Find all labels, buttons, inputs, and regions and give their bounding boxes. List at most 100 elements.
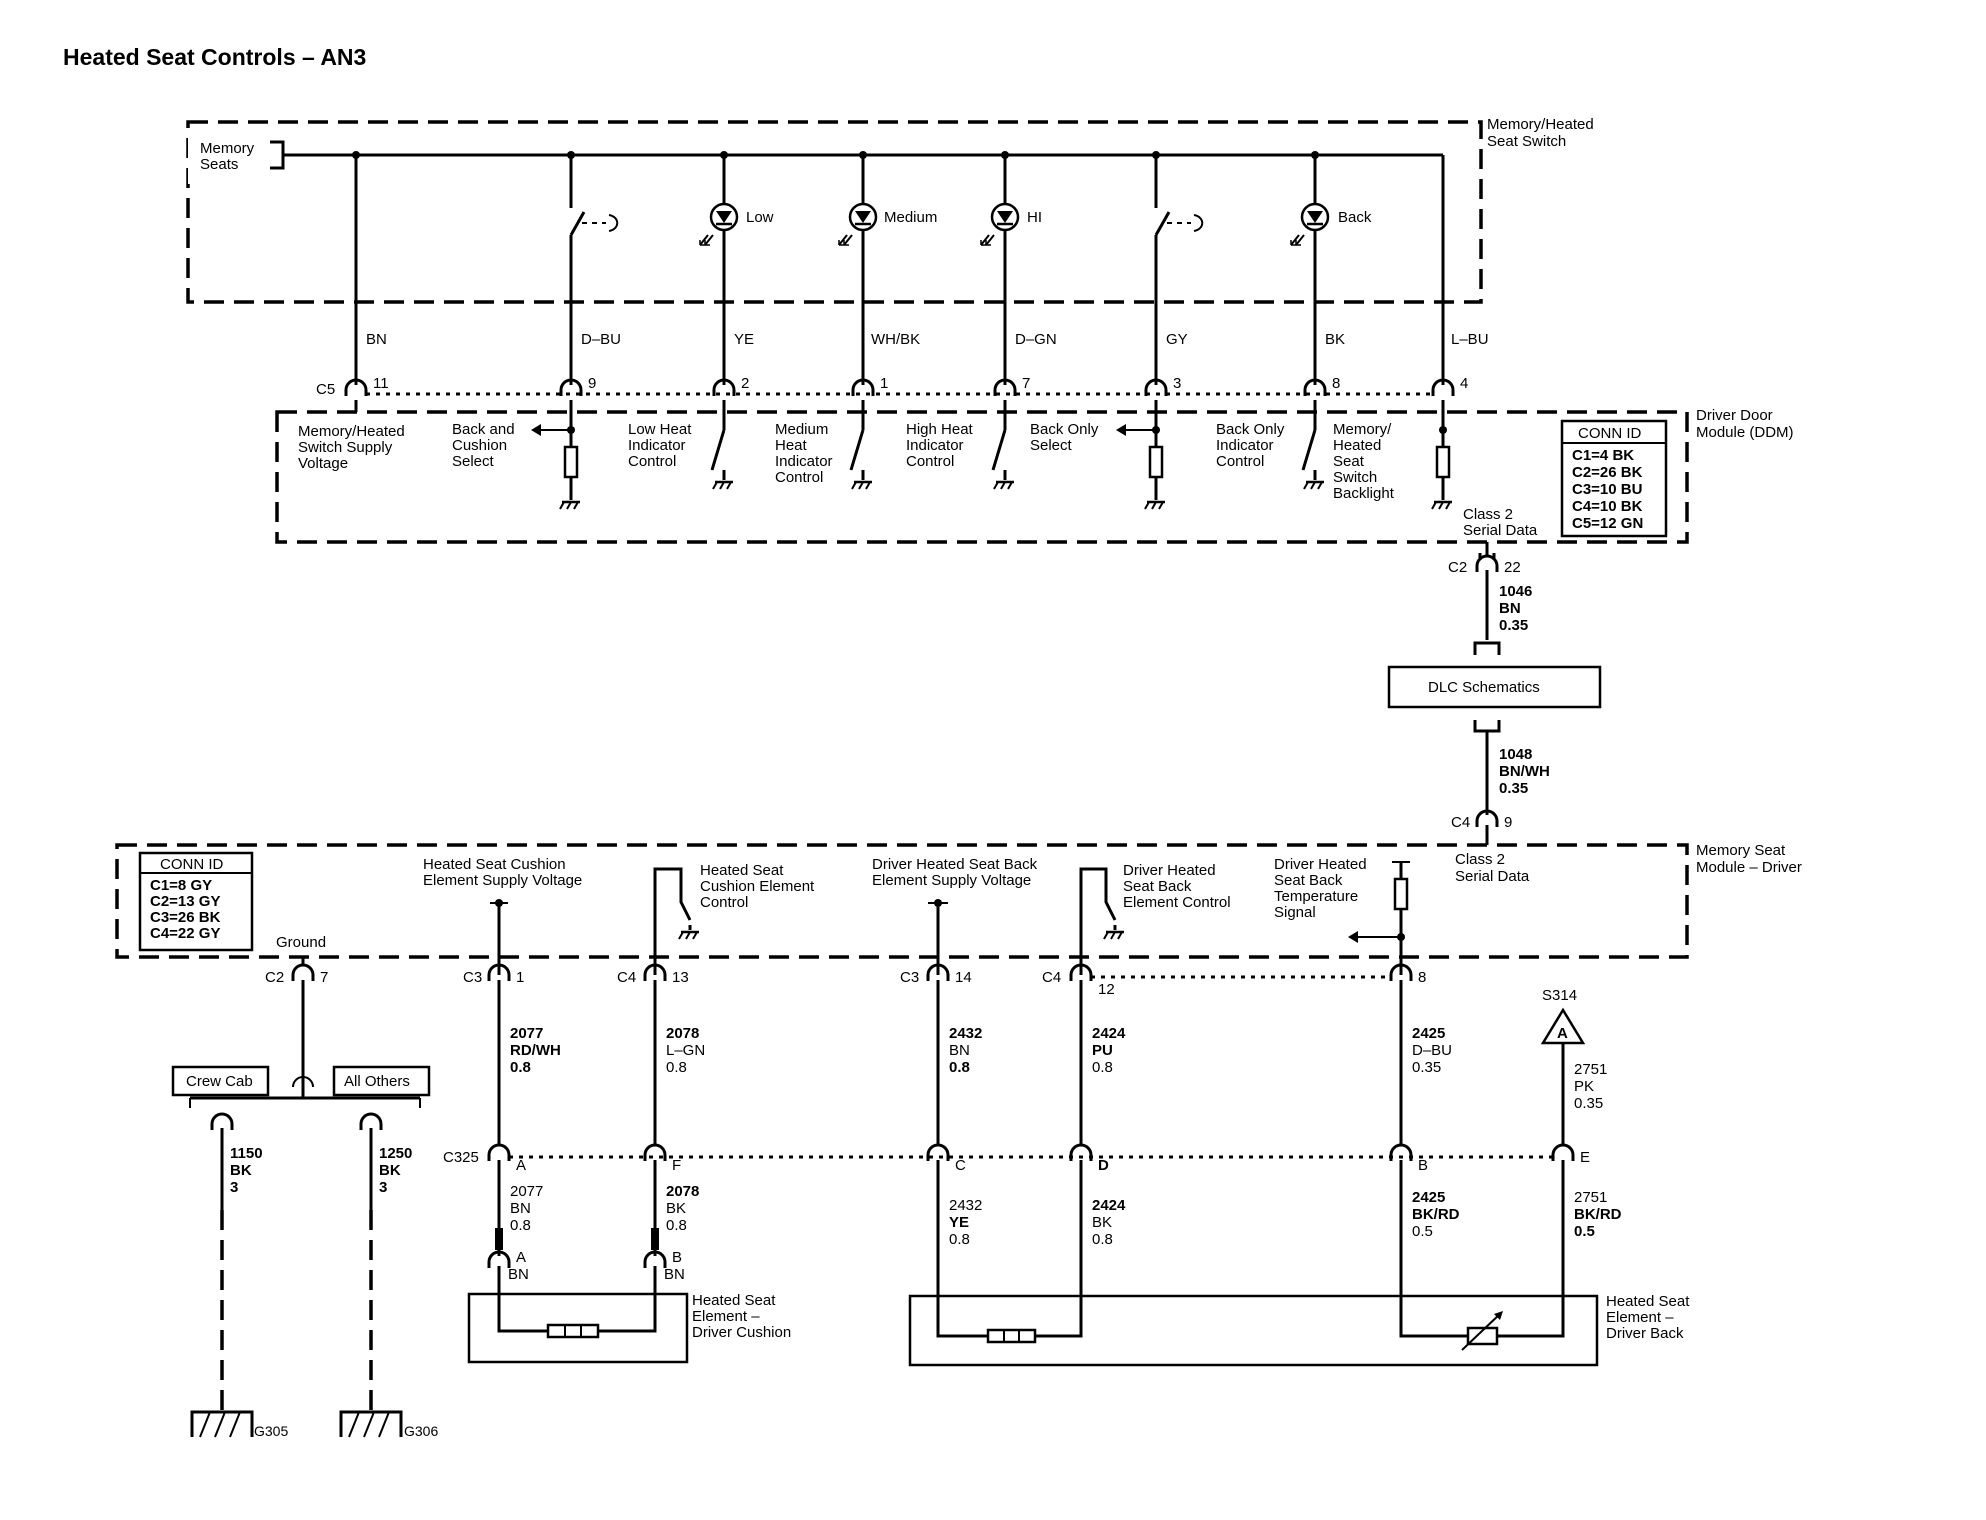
uc-2751-color: PK xyxy=(1574,1078,1594,1095)
c325-pin-c: C xyxy=(955,1157,966,1174)
msm-serial-line1: Class 2 xyxy=(1455,851,1505,868)
lc-2077-color: BN xyxy=(510,1200,531,1217)
uc-2077-size: 0.8 xyxy=(510,1059,531,1076)
msm-cc-l3: Control xyxy=(700,894,748,911)
uc-2078-num: 2078 xyxy=(666,1025,699,1042)
uc-2424-color: PU xyxy=(1092,1042,1113,1059)
ddm-back-only-ind-label: Back Only Indicator Control xyxy=(1216,421,1289,470)
ddm-conn-row-3: C3=10 BU xyxy=(1572,481,1642,498)
wire-color-3: YE xyxy=(734,331,754,348)
g305-name: G305 xyxy=(254,1423,288,1439)
ddm-conn-row-1: C1=4 BK xyxy=(1572,447,1634,464)
wire-color-8: L–BU xyxy=(1451,331,1489,348)
ddm-conn-row-2: C2=26 BK xyxy=(1572,464,1643,481)
msm-cs-l2: Element Supply Voltage xyxy=(423,872,582,889)
lower-harness: 2077 BN 0.8 2078 BK 0.8 2432 YE 0.8 2424… xyxy=(467,1160,1694,1367)
lc-2425-size: 0.5 xyxy=(1412,1223,1433,1240)
lc-2751-size: 0.5 xyxy=(1574,1223,1595,1240)
ce-l1: Heated Seat xyxy=(692,1292,776,1309)
msm-pin-c4-13-num: 13 xyxy=(672,969,689,986)
ddm-bo-l1: Back Only xyxy=(1030,421,1099,438)
wire-color-5: D–GN xyxy=(1015,331,1057,348)
back-element-name: Heated Seat Element – Driver Back xyxy=(1606,1293,1694,1342)
lc-2424-size: 0.8 xyxy=(1092,1231,1113,1248)
ddm-bc-l3: Select xyxy=(452,453,495,470)
ddm-bl-l3: Seat xyxy=(1333,453,1365,470)
ground-g306: G306 xyxy=(339,1410,438,1439)
c4-msm-pin: 9 xyxy=(1504,814,1512,831)
wire-color-7: BK xyxy=(1325,331,1345,348)
splice-letter: A xyxy=(1557,1025,1568,1042)
ddm-medium-label: Medium Heat Indicator Control xyxy=(775,421,837,486)
c5-pin-3: 3 xyxy=(1173,375,1181,392)
ce-l2: Element – xyxy=(692,1308,760,1325)
ddm-high-label: High Heat Indicator Control xyxy=(906,421,977,470)
lc-2424-color: BK xyxy=(1092,1214,1112,1231)
ddm-high-l2: Indicator xyxy=(906,437,964,454)
msm-pin-c3-14-num: 14 xyxy=(955,969,972,986)
msm-pin-c2-num: 7 xyxy=(320,969,328,986)
circuit-1046-num: 1046 xyxy=(1499,583,1532,600)
ddm-name-line1: Driver Door xyxy=(1696,407,1773,424)
msm-serial-line2: Serial Data xyxy=(1455,868,1530,885)
ddm-serial-line1: Class 2 xyxy=(1463,506,1513,523)
lc-2425-color: BK/RD xyxy=(1412,1206,1460,1223)
msm-pin-c4-13-conn: C4 xyxy=(617,969,636,986)
msm-bc2-l2: Seat Back xyxy=(1123,878,1192,895)
ddm-boi-l2: Indicator xyxy=(1216,437,1274,454)
msm-back-control-label: Driver Heated Seat Back Element Control xyxy=(1123,862,1231,911)
be-l2: Element – xyxy=(1606,1309,1674,1326)
circuit-1048-num: 1048 xyxy=(1499,746,1532,763)
msm-cc-l1: Heated Seat xyxy=(700,862,784,879)
heated-seat-element-driver-back: Heated Seat Element – Driver Back xyxy=(908,1160,1694,1367)
c325-pin-b: B xyxy=(1418,1157,1428,1174)
ddm-low-l2: Indicator xyxy=(628,437,686,454)
msm-bs-l1: Driver Heated Seat Back xyxy=(872,856,1038,873)
uc-2751-size: 0.35 xyxy=(1574,1095,1603,1112)
lamp-label-back: Back xyxy=(1338,209,1372,226)
msm-bc2-l3: Element Control xyxy=(1123,894,1231,911)
dlc-schematics-label: DLC Schematics xyxy=(1428,679,1540,696)
ddm-high-l3: Control xyxy=(906,453,954,470)
ddm-low-l1: Low Heat xyxy=(628,421,692,438)
lc-2432-color: YE xyxy=(949,1214,969,1231)
lc-2751-num: 2751 xyxy=(1574,1189,1607,1206)
ddm-med-l3: Indicator xyxy=(775,453,833,470)
g306-circuit: 1250 xyxy=(379,1145,412,1162)
circuit-1048-color: BN/WH xyxy=(1499,763,1550,780)
msm-conn-id-header: CONN ID xyxy=(160,856,224,873)
c5-pin-7: 7 xyxy=(1022,375,1030,392)
ddm-high-l1: High Heat xyxy=(906,421,974,438)
upper-wire-colors: BN D–BU YE WH/BK D–GN GY BK L–BU xyxy=(366,331,1489,348)
lc-2078-size: 0.8 xyxy=(666,1217,687,1234)
msm-ground-label: Ground xyxy=(276,934,326,951)
ddm-name-line2: Module (DDM) xyxy=(1696,424,1794,441)
lamp-label-hi: HI xyxy=(1027,209,1042,226)
c325-pin-e: E xyxy=(1580,1149,1590,1166)
dlc-schematics-link[interactable]: DLC Schematics xyxy=(1387,665,1602,709)
ddm-low-label: Low Heat Indicator Control xyxy=(628,421,696,470)
memory-seats-line1: Memory xyxy=(200,140,255,157)
ddm-back-only-label: Back Only Select xyxy=(1030,421,1103,454)
ddm-bc-l2: Cushion xyxy=(452,437,507,454)
g306-name: G306 xyxy=(404,1423,438,1439)
msm-conn-id-table: CONN ID C1=8 GY C2=13 GY C3=26 BK C4=22 … xyxy=(138,851,254,952)
uc-2077-color: RD/WH xyxy=(510,1042,561,1059)
lc-2751-color: BK/RD xyxy=(1574,1206,1622,1223)
crew-cab-label: Crew Cab xyxy=(186,1073,253,1090)
circuit-1048-size: 0.35 xyxy=(1499,780,1528,797)
msm-cc-l2: Cushion Element xyxy=(700,878,815,895)
circuit-1046-size: 0.35 xyxy=(1499,617,1528,634)
ddm-supply-l1: Memory/Heated xyxy=(298,423,405,440)
wire-color-2: D–BU xyxy=(581,331,621,348)
uc-2432-size: 0.8 xyxy=(949,1059,970,1076)
msm-pin-row: C2 7 C3 1 C4 13 C3 14 C4 12 8 xyxy=(265,957,1426,998)
uc-2425-color: D–BU xyxy=(1412,1042,1452,1059)
c5-pin-8: 8 xyxy=(1332,375,1340,392)
ddm-supply-l3: Voltage xyxy=(298,455,348,472)
c5-pin-11: 11 xyxy=(373,375,389,392)
c5-pin-1: 1 xyxy=(880,375,888,392)
c325-connector: C325 A F C D B E xyxy=(443,1143,1590,1174)
ddm-back-cushion-label: Back and Cushion Select xyxy=(452,421,519,470)
lamp-label-low: Low xyxy=(746,209,774,226)
